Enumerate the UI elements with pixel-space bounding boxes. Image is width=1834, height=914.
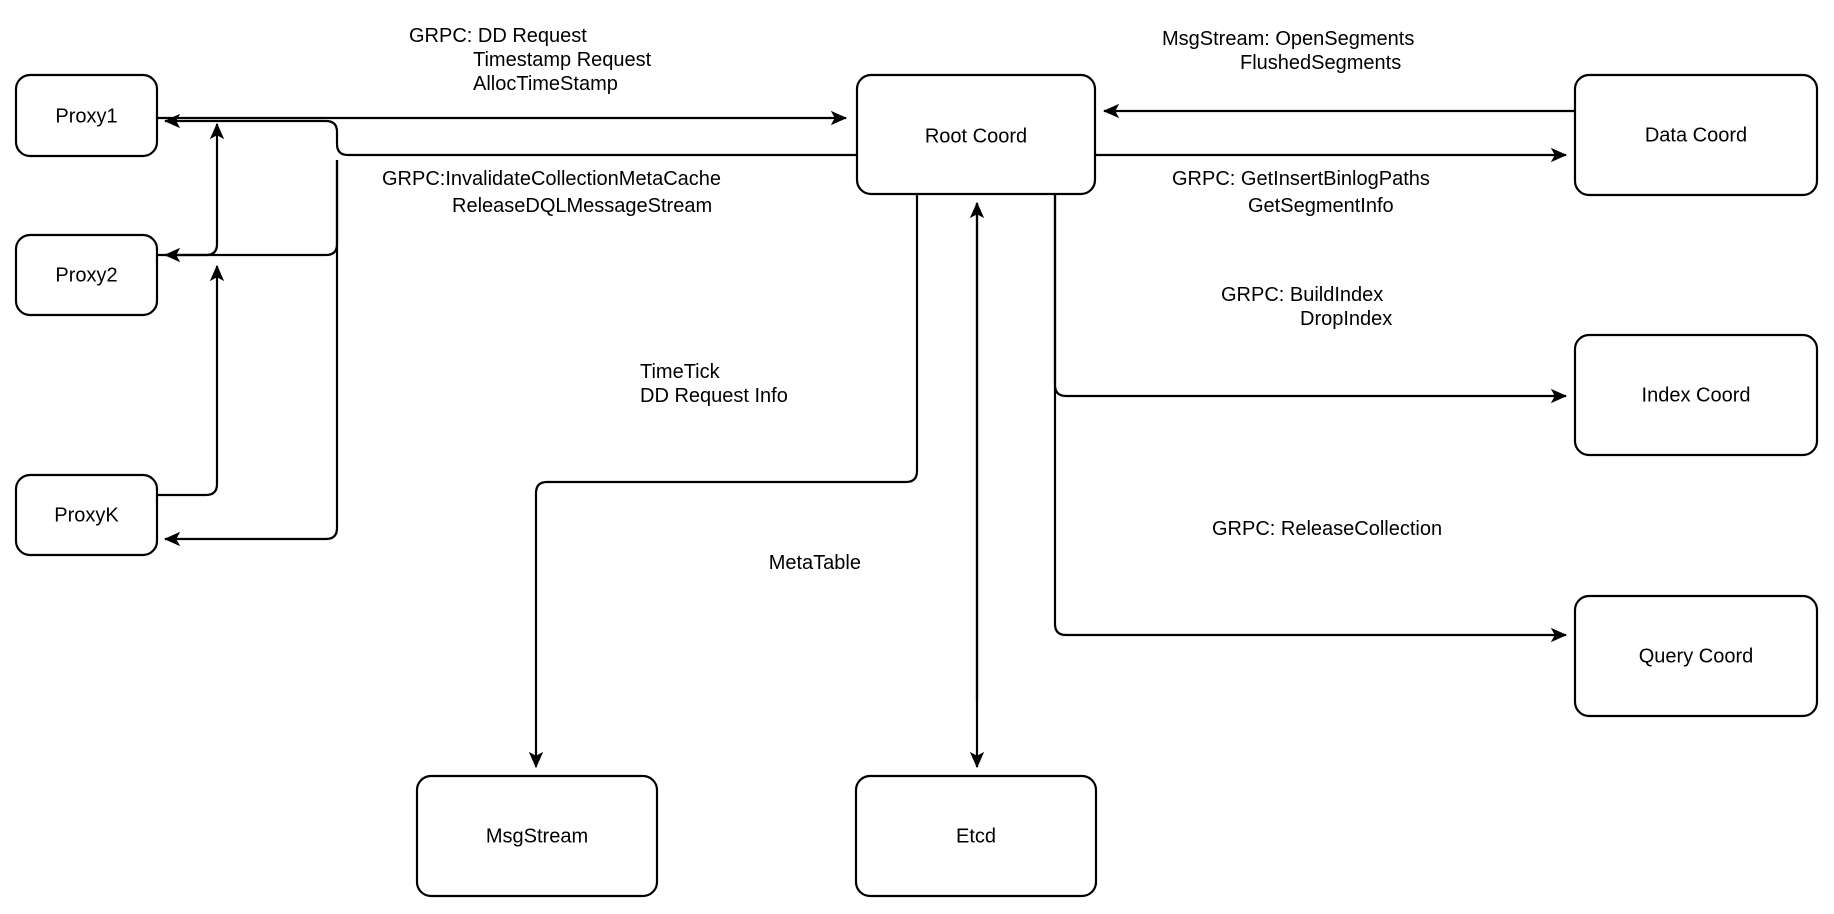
edge-proxyk-riser <box>157 264 225 497</box>
edge-label-rootcoord-to-datacoord: GRPC: GetInsertBinlogPaths GetSegmentInf… <box>1172 168 1430 217</box>
edge-label-proxies-to-rootcoord: GRPC: DD Request Timestamp Request Alloc… <box>409 25 652 95</box>
node-proxy1-label: Proxy1 <box>55 105 117 127</box>
node-rootcoord[interactable]: Root Coord <box>855 73 1097 196</box>
node-datacoord[interactable]: Data Coord <box>1573 73 1819 197</box>
node-proxy2[interactable]: Proxy2 <box>14 233 159 317</box>
edge-label-line: MsgStream: OpenSegments <box>1162 28 1414 50</box>
edge-label-line: GetSegmentInfo <box>1248 195 1394 217</box>
edge-label-rootcoord-to-querycoord: GRPC: ReleaseCollection <box>1212 518 1442 540</box>
node-indexcoord[interactable]: Index Coord <box>1573 333 1819 457</box>
node-datacoord-label: Data Coord <box>1645 124 1747 146</box>
edge-proxy2-riser <box>157 122 225 257</box>
edge-rootcoord-to-proxyk <box>163 160 339 547</box>
edge-label-line: GRPC: GetInsertBinlogPaths <box>1172 168 1430 190</box>
node-etcd[interactable]: Etcd <box>854 774 1098 898</box>
edge-label-line: DropIndex <box>1300 308 1392 330</box>
edge-label-rootcoord-to-msgstream: TimeTick DD Request Info <box>640 361 788 407</box>
edge-rootcoord-to-msgstream <box>528 194 919 769</box>
node-rootcoord-box[interactable] <box>855 73 1097 196</box>
node-proxyk-box[interactable] <box>14 473 159 557</box>
node-datacoord-box[interactable] <box>1573 73 1819 197</box>
edge-label-line: GRPC:InvalidateCollectionMetaCache <box>382 168 721 190</box>
edge-label-line: MetaTable <box>769 552 861 574</box>
edge-label-line: Timestamp Request <box>473 49 652 71</box>
node-etcd-label: Etcd <box>956 825 996 847</box>
node-indexcoord-label: Index Coord <box>1642 384 1751 406</box>
edge-label-rootcoord-to-etcd: MetaTable <box>769 552 861 574</box>
edge-label-line: FlushedSegments <box>1240 52 1401 74</box>
node-indexcoord-box[interactable] <box>1573 333 1819 457</box>
node-proxy1[interactable]: Proxy1 <box>14 73 159 158</box>
edge-label-rootcoord-to-proxies: GRPC:InvalidateCollectionMetaCache Relea… <box>382 168 721 217</box>
edge-label-datacoord-to-rootcoord: MsgStream: OpenSegments FlushedSegments <box>1162 28 1414 74</box>
node-proxyk[interactable]: ProxyK <box>14 473 159 557</box>
edge-label-line: GRPC: DD Request <box>409 25 587 47</box>
edge-label-line: TimeTick <box>640 361 721 383</box>
edge-rootcoord-to-proxy2 <box>163 160 339 263</box>
node-msgstream-label: MsgStream <box>486 825 588 847</box>
edge-label-line: DD Request Info <box>640 385 788 407</box>
node-querycoord[interactable]: Query Coord <box>1573 594 1819 718</box>
edge-rootcoord-to-proxy1 <box>163 113 857 157</box>
node-querycoord-label: Query Coord <box>1639 645 1754 667</box>
edge-label-line: GRPC: BuildIndex <box>1221 284 1383 306</box>
node-etcd-box[interactable] <box>854 774 1098 898</box>
node-msgstream[interactable]: MsgStream <box>415 774 659 898</box>
edge-label-line: ReleaseDQLMessageStream <box>452 195 712 217</box>
node-proxy1-box[interactable] <box>14 73 159 158</box>
node-querycoord-box[interactable] <box>1573 594 1819 718</box>
node-msgstream-box[interactable] <box>415 774 659 898</box>
edge-label-rootcoord-to-indexcoord: GRPC: BuildIndex DropIndex <box>1221 284 1392 330</box>
node-proxyk-label: ProxyK <box>54 504 119 526</box>
node-rootcoord-label: Root Coord <box>925 125 1027 147</box>
node-proxy2-label: Proxy2 <box>55 264 117 286</box>
edge-label-line: GRPC: ReleaseCollection <box>1212 518 1442 540</box>
edge-rootcoord-to-querycoord <box>1053 194 1568 643</box>
edge-label-line: AllocTimeStamp <box>473 73 618 95</box>
node-proxy2-box[interactable] <box>14 233 159 317</box>
